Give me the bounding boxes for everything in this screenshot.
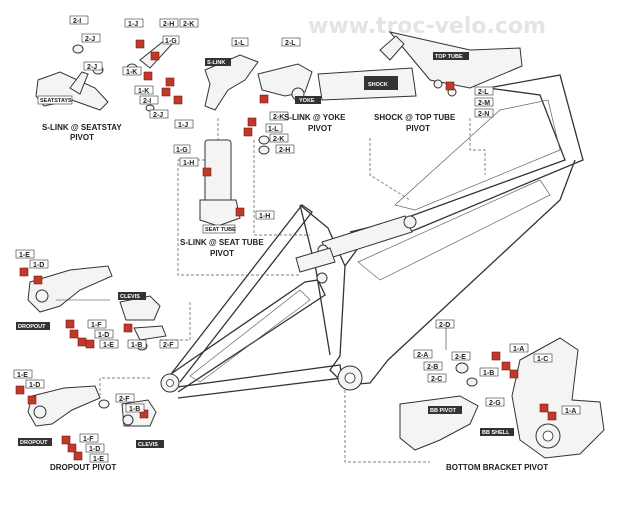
callout-1b-c: 1-B bbox=[483, 370, 494, 377]
callout-2i: 2-I bbox=[73, 18, 81, 25]
caption-slink-seattube-2: PIVOT bbox=[210, 249, 234, 258]
caption-slink-seatstay-2: PIVOT bbox=[70, 133, 94, 142]
slink-yoke-assembly: YOKE 1-L 2-L 2-K 1-L 2-K 2-H S-LINK @ YO… bbox=[231, 37, 346, 155]
callout-2l-b: 2-L bbox=[478, 89, 489, 96]
callout-1g: 1-G bbox=[165, 38, 177, 45]
callout-1d: 1-D bbox=[33, 262, 44, 269]
callout-2l: 2-L bbox=[285, 40, 296, 47]
slink-seattube-assembly: SEAT TUBE 1-H 1-H 1-G S-LINK @ SEAT TUBE… bbox=[173, 139, 275, 258]
callout-1k: 1-K bbox=[126, 69, 137, 76]
callout-1b: 1-B bbox=[131, 342, 142, 349]
callout-1l: 1-L bbox=[234, 40, 245, 47]
main-frame-drawing bbox=[160, 74, 584, 399]
callout-1h: 1-H bbox=[183, 160, 194, 167]
caption-shock-toptube-1: SHOCK @ TOP TUBE bbox=[374, 113, 456, 122]
callout-2d: 2-D bbox=[439, 322, 450, 329]
callout-2j-b: 2-J bbox=[87, 64, 97, 71]
callout-2j-c: 2-J bbox=[153, 112, 163, 119]
callout-2f-b: 2-F bbox=[119, 396, 130, 403]
callout-2c: 2-C bbox=[431, 376, 442, 383]
caption-slink-seattube-1: S-LINK @ SEAT TUBE bbox=[180, 238, 264, 247]
callout-1b-b: 1-B bbox=[129, 406, 140, 413]
callout-2h-b: 2-H bbox=[279, 147, 290, 154]
tag-top-tube: TOP TUBE bbox=[435, 54, 463, 60]
callout-2j: 2-J bbox=[85, 36, 95, 43]
caption-shock-toptube-2: PIVOT bbox=[406, 124, 430, 133]
dropout-clevis-assembly-top: CLEVIS DROPOUT 1-E 1-D 1-F 1-D 1-E 1-B 2… bbox=[15, 249, 179, 351]
callout-2k-b: 2-K bbox=[273, 114, 284, 121]
callout-2k: 2-K bbox=[183, 21, 194, 28]
caption-slink-yoke-1: S-LINK @ YOKE bbox=[284, 113, 346, 122]
callout-2b: 2-B bbox=[427, 364, 438, 371]
callout-1g-b: 1-G bbox=[176, 147, 188, 154]
callout-2g: 2-G bbox=[489, 400, 501, 407]
tag-clevis-bottom: CLEVIS bbox=[138, 442, 158, 448]
callout-2h: 2-H bbox=[163, 21, 174, 28]
dropout-pivot-assembly: DROPOUT CLEVIS 1-E 1-D 1-F 1-D 1-E 2-F 1… bbox=[13, 369, 164, 472]
callout-1a-b: 1-A bbox=[565, 408, 576, 415]
caption-dropout-pivot: DROPOUT PIVOT bbox=[50, 463, 116, 472]
tag-seat-tube: SEAT TUBE bbox=[205, 227, 236, 233]
tag-yoke: YOKE bbox=[299, 98, 315, 104]
watermark-text: www.troc-velo.com bbox=[308, 14, 546, 39]
callout-1e: 1-E bbox=[19, 252, 30, 259]
callout-1l-b: 1-L bbox=[268, 126, 279, 133]
callout-1j: 1-J bbox=[128, 21, 138, 28]
tag-slink: S-LINK bbox=[207, 60, 225, 66]
callout-2i-b: 2-I bbox=[143, 98, 151, 105]
tag-dropout-bottom: DROPOUT bbox=[20, 440, 48, 446]
callout-1f-b: 1-F bbox=[83, 436, 94, 443]
callout-1k-b: 1-K bbox=[138, 88, 149, 95]
callout-2a: 2-A bbox=[417, 352, 428, 359]
tag-dropout-top: DROPOUT bbox=[18, 324, 46, 330]
callout-1c: 1-C bbox=[537, 356, 548, 363]
callout-1f: 1-F bbox=[91, 322, 102, 329]
callout-1h-b: 1-H bbox=[259, 213, 270, 220]
slink-seatstay-assembly: SEATSTAYS S-LINK 2-I 2-J 1-J 2-H 2-K 1-G… bbox=[35, 15, 259, 142]
tag-clevis-top: CLEVIS bbox=[120, 294, 140, 300]
shock-toptube-assembly: SHOCK TOP TUBE 2-L 2-M 2-N SHOCK @ TOP T… bbox=[317, 31, 523, 133]
tag-seatstays: SEATSTAYS bbox=[40, 98, 72, 104]
tag-bb-pivot: BB PIVOT bbox=[430, 408, 457, 414]
callout-1e-d: 1-E bbox=[93, 456, 104, 463]
callout-1e-b: 1-E bbox=[103, 342, 114, 349]
callout-2k-c: 2-K bbox=[273, 136, 284, 143]
tag-shock: SHOCK bbox=[368, 82, 388, 88]
callout-1d-c: 1-D bbox=[29, 382, 40, 389]
callout-2e: 2-E bbox=[455, 354, 466, 361]
callout-1d-b: 1-D bbox=[98, 332, 109, 339]
caption-bb-pivot: BOTTOM BRACKET PIVOT bbox=[446, 463, 548, 472]
tag-bb-shell: BB SHELL bbox=[482, 430, 510, 436]
callout-2n: 2-N bbox=[478, 111, 489, 118]
callout-2m: 2-M bbox=[478, 100, 490, 107]
callout-1a: 1-A bbox=[513, 346, 524, 353]
callout-1j-b: 1-J bbox=[178, 122, 188, 129]
bb-pivot-assembly: BB PIVOT BB SHELL 2-D 2-A 2-B 2-C 2-E 1-… bbox=[399, 319, 605, 472]
callout-1d-d: 1-D bbox=[89, 446, 100, 453]
caption-slink-yoke-2: PIVOT bbox=[308, 124, 332, 133]
callout-1e-c: 1-E bbox=[17, 372, 28, 379]
caption-slink-seatstay-1: S-LINK @ SEATSTAY bbox=[42, 123, 122, 132]
callout-2f: 2-F bbox=[163, 342, 174, 349]
